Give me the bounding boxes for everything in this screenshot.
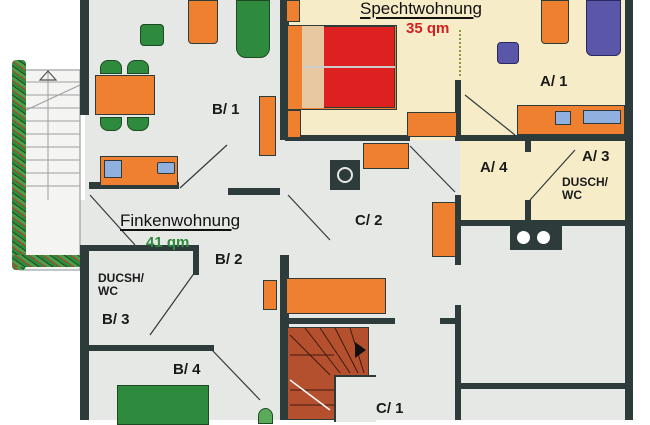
wall bbox=[455, 195, 461, 265]
wall bbox=[460, 383, 630, 389]
wardrobe bbox=[432, 202, 456, 257]
wall bbox=[193, 245, 199, 275]
wall bbox=[525, 200, 531, 222]
blue-sofa bbox=[586, 0, 621, 56]
wall bbox=[80, 0, 89, 115]
wall bbox=[440, 318, 460, 324]
shoe-cabinet bbox=[363, 143, 409, 169]
room-label-b1: B/ 1 bbox=[212, 101, 240, 118]
blue-armchair bbox=[497, 42, 519, 64]
green-sofa bbox=[236, 0, 270, 58]
apartment-area-specht: 35 qm bbox=[406, 20, 450, 37]
wall bbox=[285, 318, 395, 324]
sink-icon bbox=[157, 162, 175, 174]
chair bbox=[127, 60, 149, 74]
room-type-a3: DUSCH/ WC bbox=[562, 175, 609, 202]
wall bbox=[80, 245, 89, 420]
dresser bbox=[407, 112, 457, 137]
chair bbox=[100, 60, 122, 74]
a4-floor bbox=[460, 140, 630, 220]
apartment-title-specht: Spechtwohnung bbox=[360, 0, 482, 18]
ivy-plants-bottom bbox=[12, 255, 82, 267]
room-label-a4: A/ 4 bbox=[480, 159, 508, 176]
ivy-plants bbox=[12, 60, 26, 270]
sink-icon bbox=[583, 110, 621, 124]
chimney-flue bbox=[517, 231, 530, 244]
room-label-b2: B/ 2 bbox=[215, 251, 243, 268]
chair bbox=[127, 117, 149, 131]
wall bbox=[285, 135, 410, 141]
bed-divider bbox=[302, 66, 395, 68]
wall bbox=[460, 220, 630, 226]
room-label-b4: B/ 4 bbox=[173, 361, 201, 378]
wall bbox=[280, 0, 289, 140]
stair-landing bbox=[334, 375, 376, 422]
wall bbox=[228, 188, 280, 195]
dining-table bbox=[95, 75, 155, 115]
apartment-area-finken: 41 qm bbox=[146, 234, 190, 251]
wall bbox=[89, 345, 214, 351]
shelf bbox=[263, 280, 277, 310]
nightstand bbox=[287, 110, 301, 138]
stove-icon bbox=[555, 111, 571, 125]
wardrobe bbox=[259, 96, 276, 156]
green-bed bbox=[117, 385, 209, 425]
wall bbox=[625, 0, 633, 420]
wardrobe bbox=[286, 0, 300, 22]
stove-icon bbox=[104, 160, 122, 178]
wall bbox=[455, 80, 461, 140]
chair bbox=[100, 117, 122, 131]
wall bbox=[280, 255, 289, 420]
chimney-flue bbox=[537, 231, 550, 244]
side-table bbox=[188, 0, 218, 44]
room-label-b3: B/ 3 bbox=[102, 311, 130, 328]
room-type-b3: DUCSH/ WC bbox=[98, 271, 145, 298]
wall bbox=[525, 140, 531, 152]
apartment-title-finken: Finkenwohnung bbox=[120, 211, 241, 230]
room-label-a1: A/ 1 bbox=[540, 73, 568, 90]
wall bbox=[455, 305, 461, 420]
green-armchair bbox=[140, 24, 164, 46]
room-label-c2: C/ 2 bbox=[355, 212, 383, 229]
wall bbox=[455, 135, 630, 141]
side-table bbox=[541, 0, 569, 44]
wall bbox=[89, 245, 199, 251]
room-label-a3: A/ 3 bbox=[582, 148, 610, 165]
long-cabinet bbox=[286, 278, 386, 314]
room-label-c1: C/ 1 bbox=[376, 400, 404, 417]
stove-plate bbox=[337, 167, 353, 183]
